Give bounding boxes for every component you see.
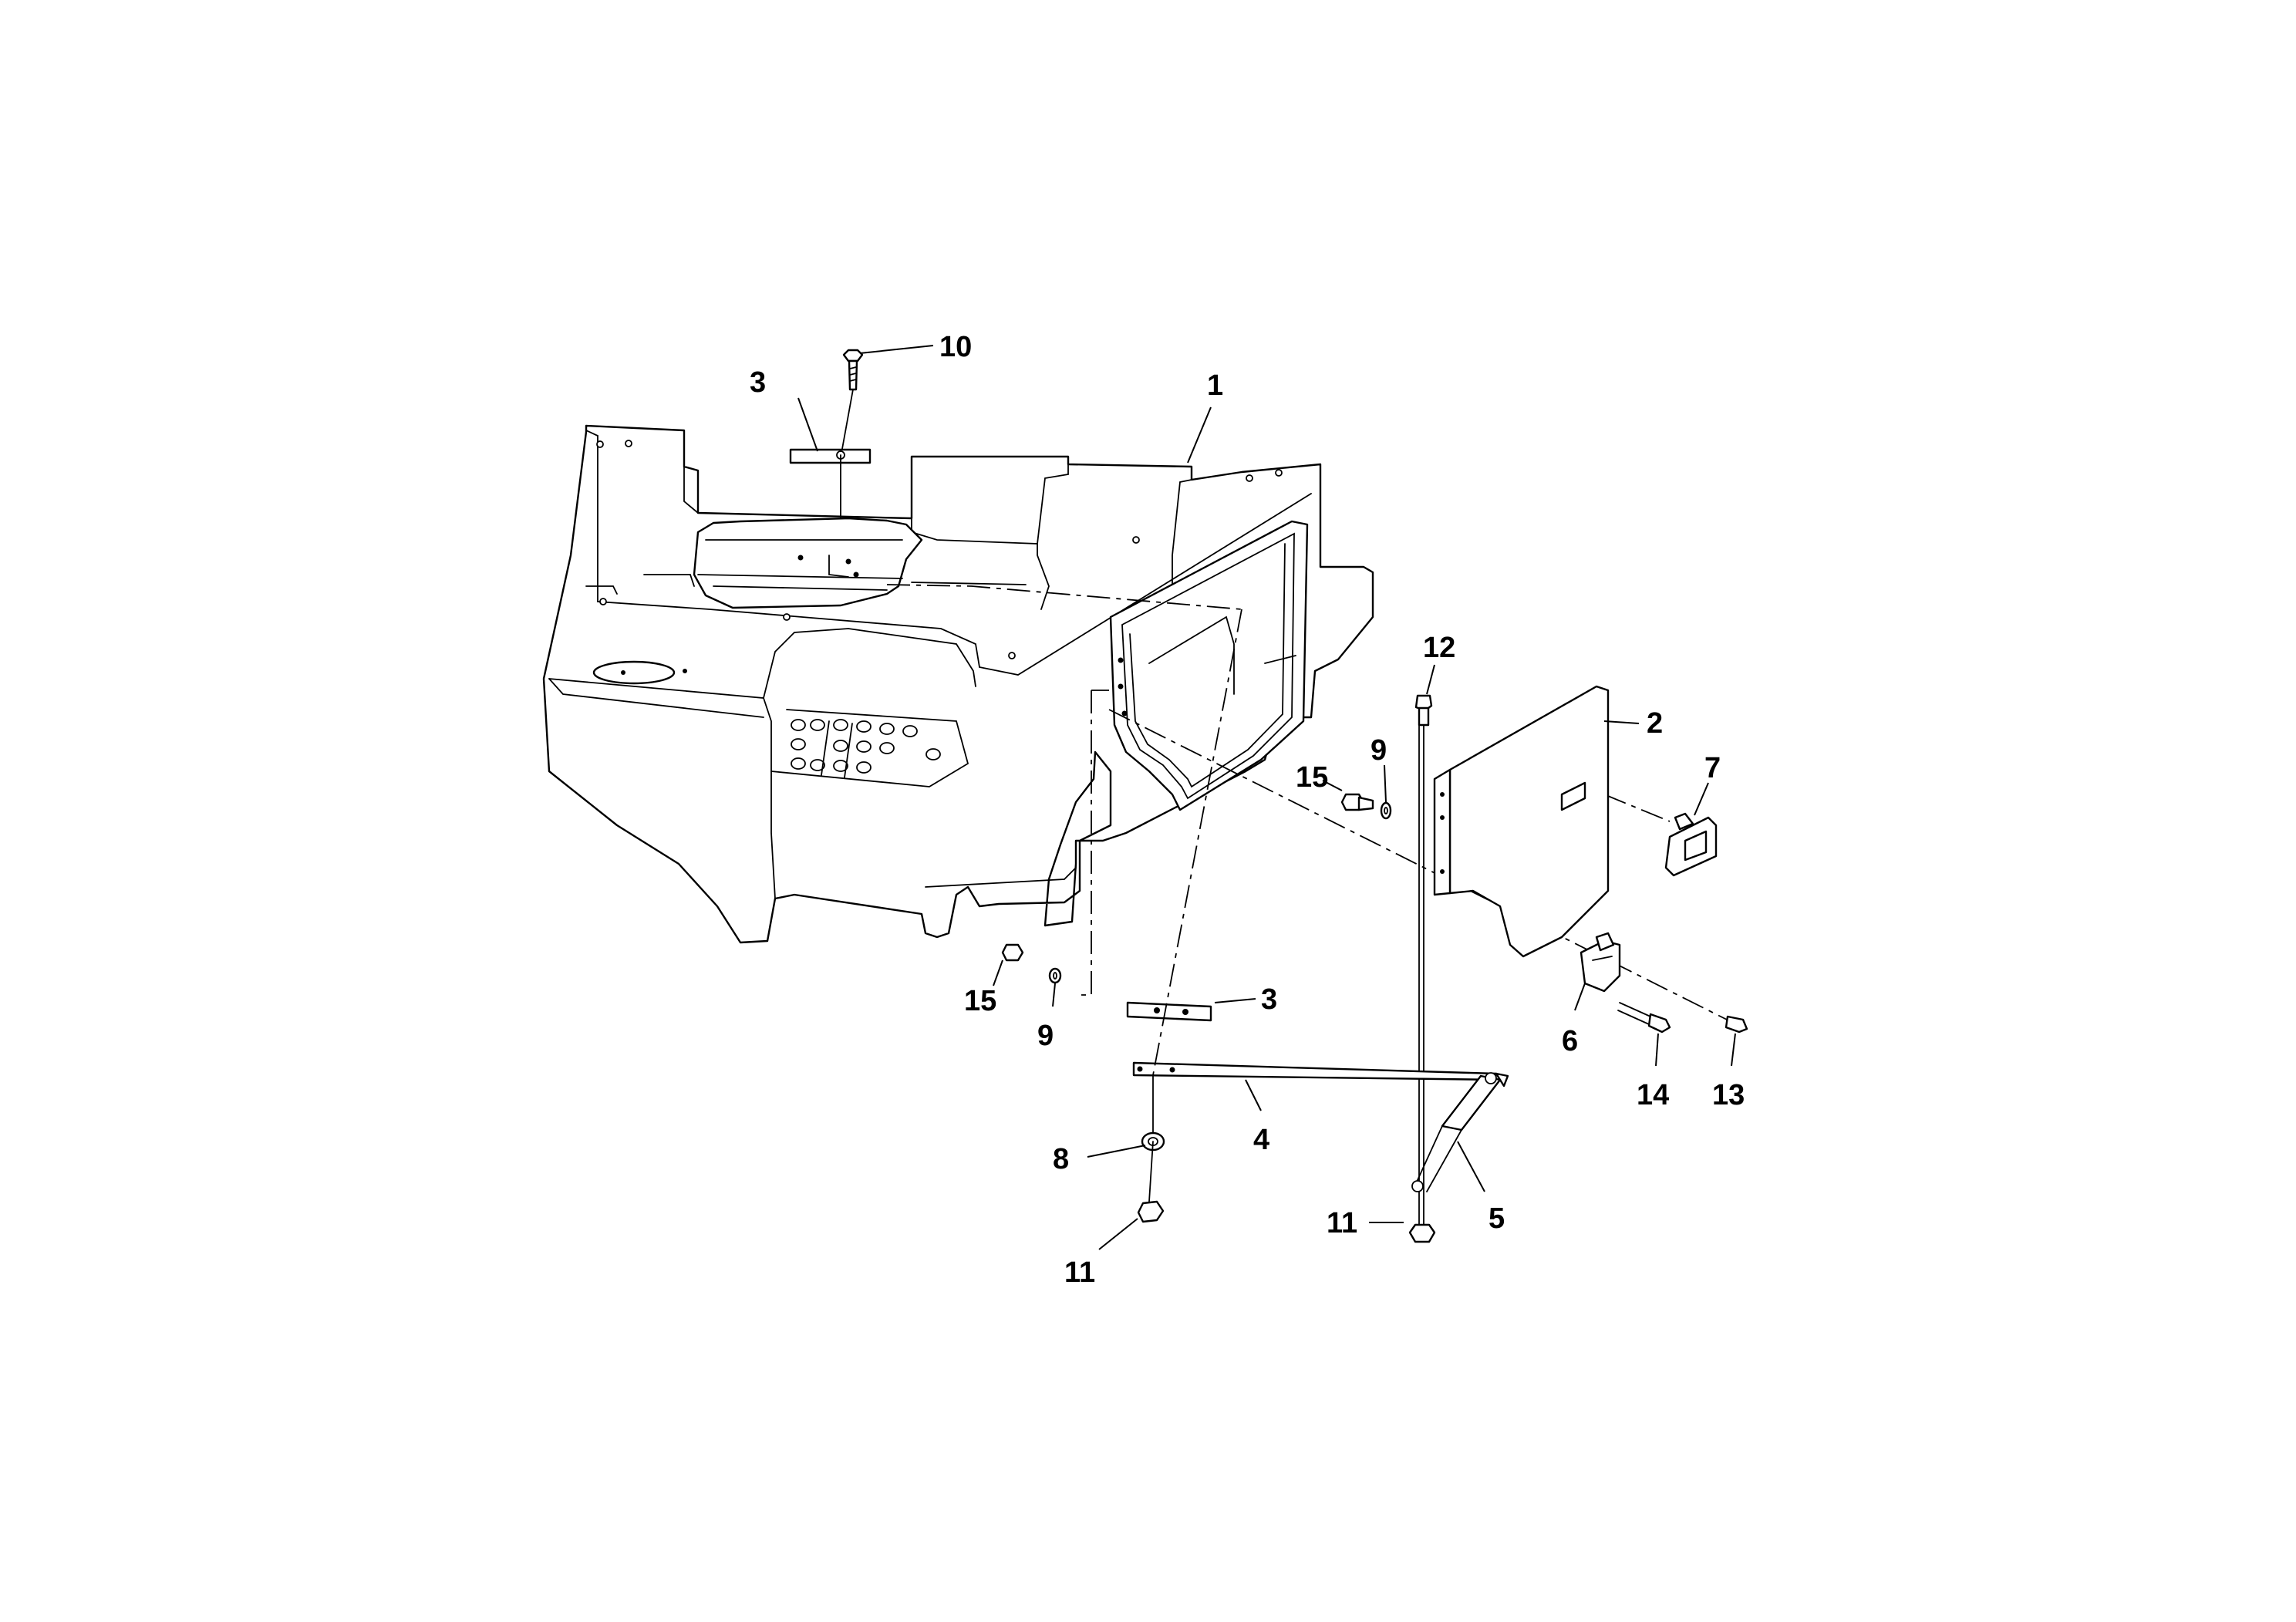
callout-15-right: 15: [1296, 761, 1328, 794]
callout-8: 8: [1053, 1143, 1069, 1175]
callout-5: 5: [1489, 1202, 1505, 1235]
callout-1: 1: [1207, 369, 1223, 402]
nut-part-11-left: [1137, 1200, 1165, 1223]
screw-part-13: [1725, 1015, 1748, 1034]
bolt-part-10: [841, 349, 864, 450]
nut-part-11-right: [1408, 1223, 1436, 1243]
washer-part-9-left: [1048, 967, 1062, 984]
callout-9-left: 9: [1037, 1020, 1054, 1052]
grid-holes: [791, 719, 941, 778]
latch-part-7: [1664, 812, 1718, 877]
callout-6: 6: [1562, 1025, 1578, 1057]
callout-4: 4: [1253, 1124, 1269, 1156]
callout-3-lower: 3: [1261, 983, 1277, 1016]
callout-7: 7: [1704, 752, 1721, 784]
screw-part-14: [1617, 1002, 1671, 1034]
callout-labels: 10 3 1 12 2 9 15 7 15 9 3 6 14 13 4 8 5 …: [750, 331, 1745, 1289]
callout-15-left: 15: [964, 985, 996, 1017]
strut-part-5: [1411, 1072, 1502, 1192]
nut-part-15-right: [1340, 793, 1374, 811]
leader-lines: [797, 345, 1736, 1250]
callout-2: 2: [1647, 707, 1663, 740]
bolt-part-12: [1414, 694, 1433, 1235]
callout-11-right: 11: [1327, 1207, 1357, 1239]
bar-part-4: [1132, 1061, 1509, 1088]
door-panel-part-2: [1433, 685, 1610, 958]
callout-10: 10: [939, 331, 972, 363]
callout-14: 14: [1637, 1079, 1669, 1111]
nut-part-15-left: [1001, 943, 1024, 962]
callout-13: 13: [1712, 1079, 1745, 1111]
washer-part-9-right: [1380, 801, 1392, 820]
callout-11-left: 11: [1064, 1256, 1095, 1289]
callout-12: 12: [1423, 632, 1455, 664]
callout-9-right: 9: [1371, 734, 1387, 767]
plate-part-3-upper: [789, 448, 872, 519]
cab-body-part: [542, 424, 1374, 944]
callout-3-upper: 3: [750, 366, 766, 399]
hinge-part-6: [1580, 932, 1621, 993]
plate-part-3-lower: [1126, 1001, 1212, 1022]
